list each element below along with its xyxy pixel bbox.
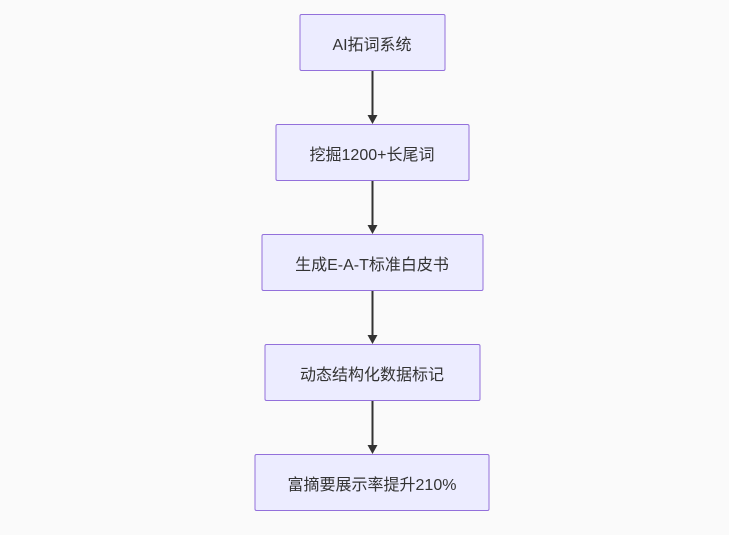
flow-node-label: 富摘要展示率提升210% (287, 476, 457, 494)
flow-node-ai-keyword-system: AI拓词系统 (299, 14, 445, 71)
arrow-down-icon (367, 335, 377, 344)
flow-node-rich-snippet-result: 富摘要展示率提升210% (254, 454, 490, 511)
arrow-line (371, 401, 373, 446)
arrow-line (371, 181, 373, 226)
arrow-down-icon (367, 115, 377, 124)
flow-node-longtail-mining: 挖掘1200+长尾词 (275, 124, 469, 181)
flow-node-eat-whitepaper: 生成E-A-T标准白皮书 (261, 234, 483, 291)
flow-edge-1 (367, 71, 377, 124)
flow-edge-2 (367, 181, 377, 234)
flowchart: AI拓词系统 挖掘1200+长尾词 生成E-A-T标准白皮书 动态结构化数据标记 (254, 14, 490, 511)
arrow-down-icon (367, 225, 377, 234)
flow-node-label: AI拓词系统 (332, 36, 412, 54)
flow-edge-3 (367, 291, 377, 344)
arrow-line (371, 291, 373, 336)
arrow-line (371, 71, 373, 116)
flow-node-structured-data-markup: 动态结构化数据标记 (264, 344, 480, 401)
flow-node-label: 挖掘1200+长尾词 (309, 146, 435, 164)
flow-node-label: 生成E-A-T标准白皮书 (295, 256, 449, 274)
flow-edge-4 (367, 401, 377, 454)
arrow-down-icon (367, 445, 377, 454)
flow-node-label: 动态结构化数据标记 (299, 366, 444, 384)
